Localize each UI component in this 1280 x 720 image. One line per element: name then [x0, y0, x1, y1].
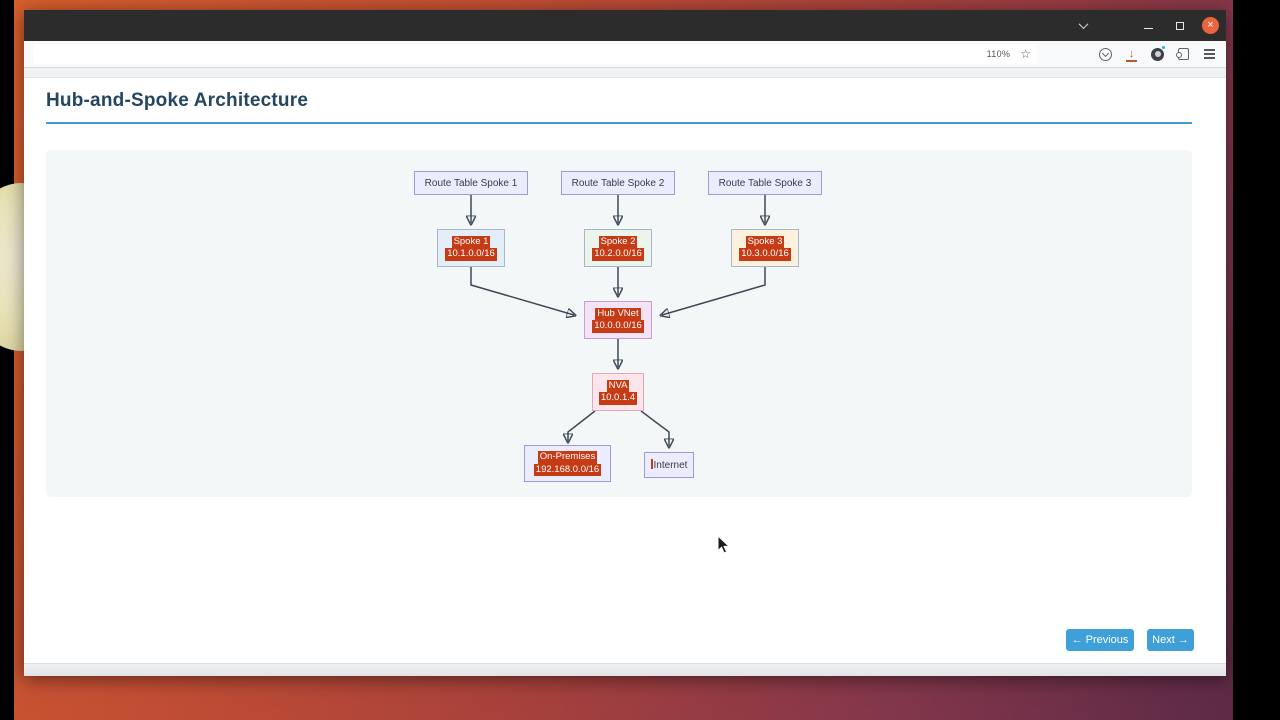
menu-icon[interactable]: [1202, 47, 1217, 62]
bookmark-star-icon[interactable]: ☆: [1020, 47, 1031, 61]
node-spoke-2: Spoke 2 10.2.0.0/16: [584, 229, 652, 267]
page-title: Hub-and-Spoke Architecture: [46, 90, 1192, 124]
download-icon[interactable]: ↓: [1124, 47, 1139, 62]
node-label-highlighted: On-Premises: [537, 451, 598, 464]
url-bar[interactable]: 110% ☆: [33, 44, 1037, 64]
pocket-icon[interactable]: [1098, 47, 1113, 62]
toolbar-icons: ↓: [1098, 44, 1217, 62]
node-label-highlighted: 192.168.0.0/16: [533, 463, 602, 476]
node-label-highlighted: NVA: [606, 379, 630, 392]
node-spoke-3: Spoke 3 10.3.0.0/16: [731, 229, 799, 267]
hub-spoke-diagram: Route Table Spoke 1 Route Table Spoke 2 …: [46, 150, 1192, 497]
desktop-wallpaper: × 110% ☆ ↓: [0, 0, 1233, 720]
diagram-edges: [46, 195, 1192, 497]
window-titlebar: ×: [24, 10, 1226, 41]
node-label-highlighted: 10.1.0.0/16: [445, 248, 497, 261]
maximize-button[interactable]: [1170, 16, 1190, 36]
node-hub-vnet: Hub VNet 10.0.0.0/16: [584, 301, 652, 339]
node-route-table-spoke-1: Route Table Spoke 1: [414, 171, 528, 195]
tab-list-chevron-down-icon[interactable]: [1072, 15, 1094, 37]
node-label-highlighted: Spoke 3: [745, 235, 785, 248]
node-route-table-spoke-3: Route Table Spoke 3: [708, 171, 822, 195]
node-label-highlighted: 10.3.0.0/16: [739, 248, 791, 261]
node-label-highlighted: Spoke 2: [598, 235, 638, 248]
page-content: Hub-and-Spoke Architecture: [24, 78, 1226, 663]
node-label-highlighted: 10.0.1.4: [598, 392, 638, 405]
extensions-icon[interactable]: [1176, 47, 1191, 62]
mouse-cursor: [717, 535, 730, 554]
minimize-button[interactable]: [1138, 16, 1158, 36]
node-label: Route Table Spoke 3: [718, 177, 812, 189]
node-label-highlighted: Hub VNet: [595, 307, 641, 320]
window-bottom-strip: [24, 663, 1226, 676]
edge-nva-onprem: [568, 410, 596, 441]
node-label-highlighted: 10.0.0.0/16: [592, 320, 644, 333]
node-label: Route Table Spoke 1: [424, 177, 518, 189]
node-spoke-1: Spoke 1 10.1.0.0/16: [437, 229, 505, 267]
next-button[interactable]: Next →: [1147, 629, 1194, 651]
close-button[interactable]: ×: [1202, 17, 1219, 34]
selection-caret: [650, 459, 653, 469]
bookmarks-bar: [24, 68, 1226, 78]
node-label-highlighted: Spoke 1: [451, 235, 491, 248]
node-route-table-spoke-2: Route Table Spoke 2: [561, 171, 675, 195]
previous-button[interactable]: ← Previous: [1066, 629, 1134, 651]
node-nva: NVA 10.0.1.4: [592, 373, 644, 411]
account-icon[interactable]: [1150, 44, 1166, 62]
node-label: Route Table Spoke 2: [571, 177, 665, 189]
browser-toolbar: 110% ☆ ↓: [24, 41, 1226, 68]
node-label: Internet: [650, 459, 687, 471]
edge-spoke3-hub: [662, 267, 766, 315]
zoom-level-indicator[interactable]: 110%: [986, 49, 1011, 59]
browser-window: × 110% ☆ ↓: [24, 10, 1226, 676]
node-on-premises: On-Premises 192.168.0.0/16: [524, 445, 611, 482]
node-label-highlighted: 10.2.0.0/16: [592, 248, 644, 261]
node-internet: Internet: [644, 452, 694, 478]
edge-spoke1-hub: [470, 267, 574, 315]
edge-nva-internet: [640, 410, 669, 446]
